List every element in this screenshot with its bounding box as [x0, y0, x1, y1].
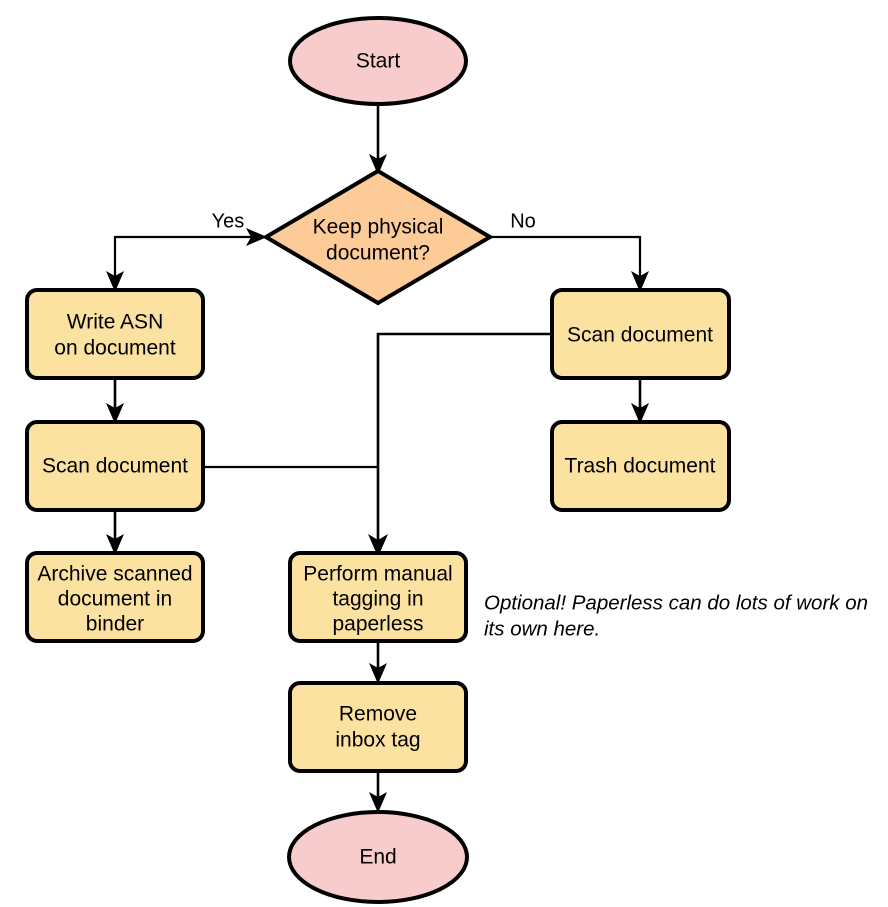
node-write-asn-on-document[interactable]: Write ASN on document — [25, 288, 205, 380]
node-tagging-label-line2: tagging in — [332, 588, 423, 611]
node-scan-document-right[interactable]: Scan document — [550, 288, 731, 380]
arrowhead-icon — [106, 271, 124, 292]
node-start[interactable]: Start — [288, 16, 468, 106]
arrowhead-icon — [246, 228, 267, 246]
node-perform-manual-tagging[interactable]: Perform manual tagging in paperless — [288, 551, 468, 643]
arrowhead-icon — [368, 534, 388, 557]
write-asn-box-shape — [25, 288, 205, 380]
edge-writeasn-to-scanleft — [106, 376, 124, 424]
node-scan-document-left[interactable]: Scan document — [25, 420, 205, 512]
edge-start-to-decision — [369, 101, 387, 175]
arrowhead-icon — [631, 403, 649, 424]
archive-box-shape — [25, 551, 205, 643]
node-decision-label-line1: Keep physical — [313, 216, 444, 239]
optional-note-line1: Optional! Paperless can do lots of work … — [484, 591, 868, 614]
edge-decision-yes — [106, 228, 267, 292]
edge-removeinbox-to-end — [369, 769, 387, 813]
node-remove-inbox-tag[interactable]: Remove inbox tag — [288, 681, 468, 773]
node-tagging-label-line3: paperless — [332, 613, 423, 636]
node-archive-scanned-document[interactable]: Archive scanned document in binder — [25, 551, 205, 643]
edge-scanright-to-trash — [631, 376, 649, 424]
node-scan-document-right-label: Scan document — [567, 324, 713, 347]
node-decision-label-line2: document? — [326, 242, 430, 265]
edge-label-yes: Yes — [212, 210, 245, 232]
node-archive-label-line3: binder — [86, 613, 144, 636]
edge-scanleft-to-archive — [106, 508, 124, 555]
node-archive-label-line2: document in — [58, 588, 172, 611]
node-remove-inbox-label-line1: Remove — [339, 703, 417, 726]
edge-scanright-to-tagging — [368, 332, 554, 557]
edge-tagging-to-removeinbox — [369, 640, 387, 684]
node-remove-inbox-label-line2: inbox tag — [335, 729, 420, 752]
scan-document-left-box-shape — [25, 420, 205, 512]
node-write-asn-label-line2: on document — [54, 337, 176, 360]
tagging-box-shape — [288, 551, 468, 643]
edge-label-no: No — [510, 210, 536, 232]
remove-inbox-box-shape — [288, 681, 468, 773]
scan-document-right-box-shape — [550, 288, 731, 380]
start-ellipse-shape — [288, 16, 468, 106]
arrowhead-icon — [369, 154, 387, 175]
optional-note-line2: its own here. — [484, 617, 600, 640]
edge-decision-no — [490, 235, 649, 292]
node-end-label: End — [359, 846, 396, 869]
node-end[interactable]: End — [287, 810, 469, 904]
end-ellipse-shape — [287, 810, 469, 904]
node-archive-label-line1: Archive scanned — [37, 563, 192, 586]
node-decision-keep-physical-document[interactable]: Keep physical document? — [262, 168, 494, 306]
node-scan-document-left-label: Scan document — [42, 455, 188, 478]
node-start-label: Start — [356, 50, 401, 73]
trash-document-box-shape — [550, 420, 731, 512]
arrowhead-icon — [369, 792, 387, 813]
arrowhead-icon — [106, 534, 124, 555]
arrowhead-icon — [106, 403, 124, 424]
decision-diamond-shape — [262, 168, 494, 306]
node-trash-document[interactable]: Trash document — [550, 420, 731, 512]
arrowhead-icon — [369, 663, 387, 684]
node-tagging-label-line1: Perform manual — [303, 563, 452, 586]
arrowhead-icon — [631, 271, 649, 292]
node-write-asn-label-line1: Write ASN — [67, 311, 163, 334]
node-trash-document-label: Trash document — [565, 455, 716, 478]
annotation-optional-note: Optional! Paperless can do lots of work … — [484, 591, 868, 640]
